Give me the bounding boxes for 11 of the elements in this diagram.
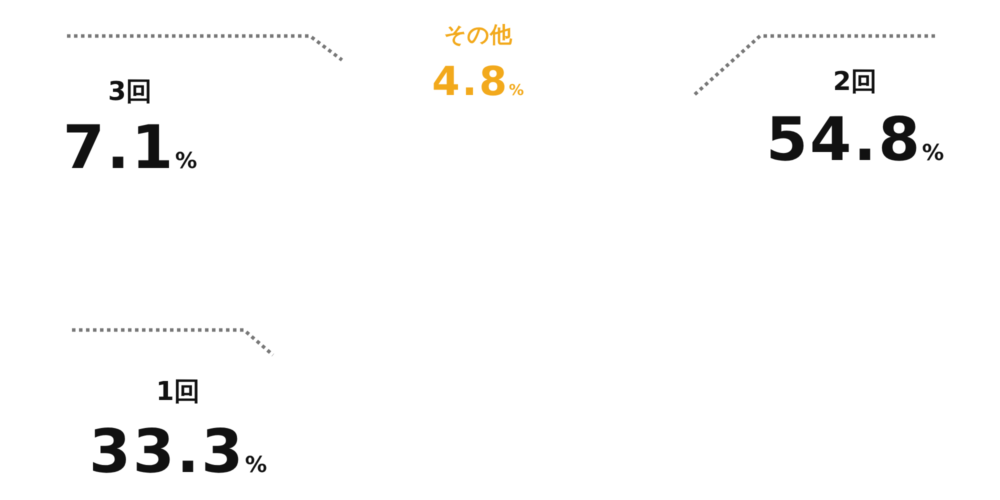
category-label: その他: [444, 22, 512, 50]
category-label: 3回: [108, 76, 152, 108]
percentage-value: 54.8%: [766, 108, 944, 177]
percentage-value: 4.8%: [432, 60, 524, 107]
percentage-value: 7.1%: [62, 116, 198, 185]
category-label: 1回: [156, 376, 200, 408]
percentage-value: 33.3%: [88, 420, 268, 489]
category-label: 2回: [832, 66, 878, 98]
leader-line: [692, 34, 935, 98]
leader-line: [72, 328, 274, 356]
leader-line: [67, 34, 344, 62]
